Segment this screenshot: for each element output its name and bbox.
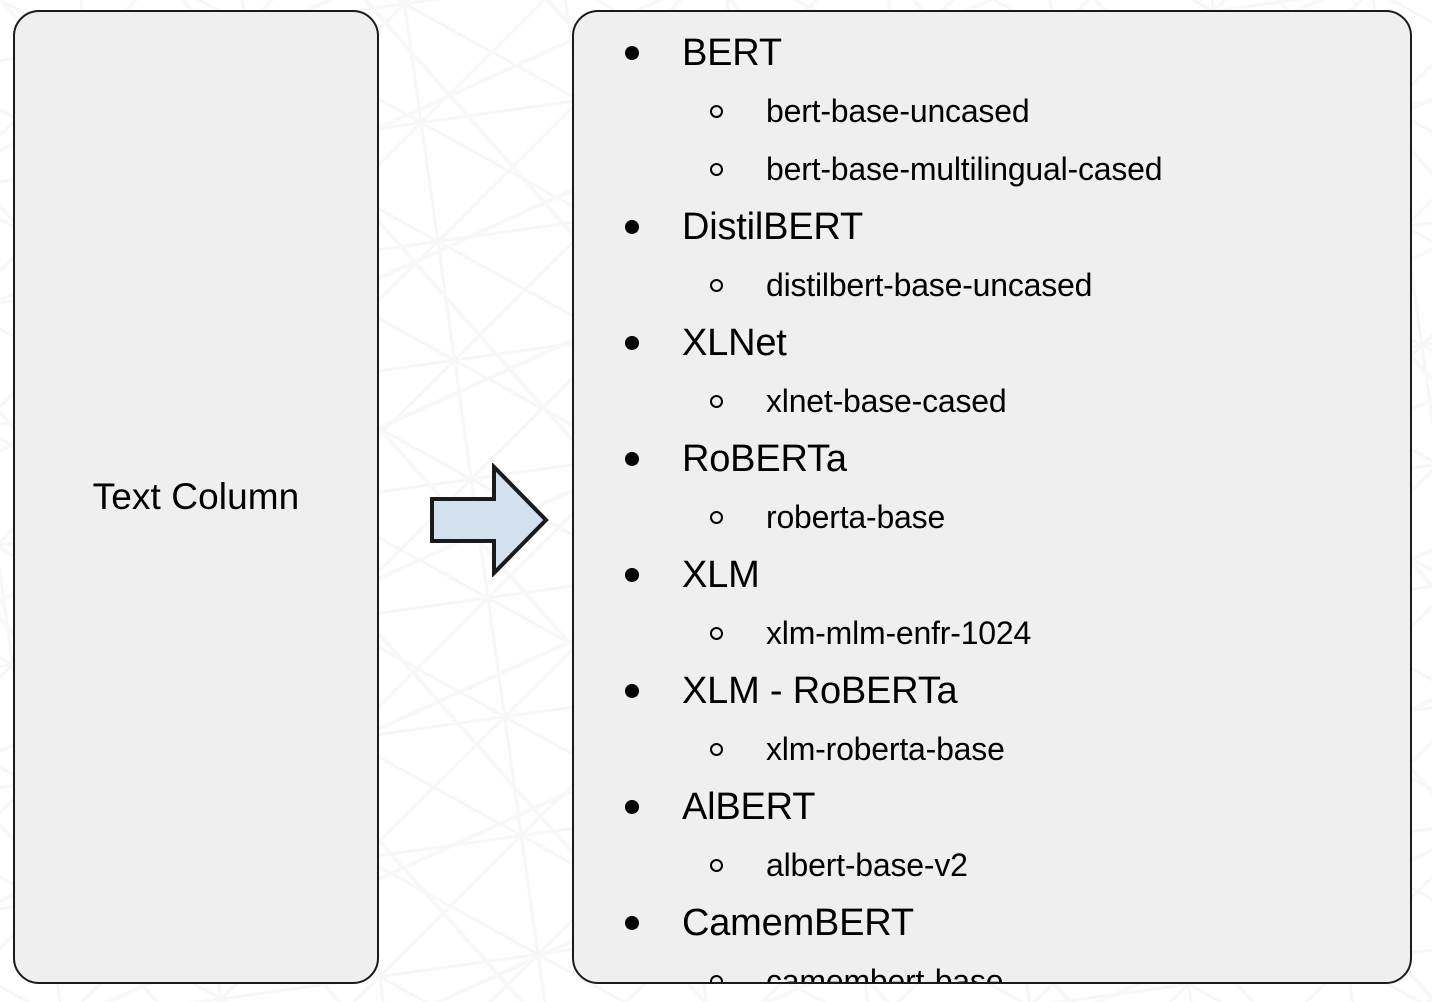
model-variant-row[interactable]: distilbert-base-uncased (574, 256, 1410, 314)
model-variant-row[interactable]: xlm-mlm-enfr-1024 (574, 604, 1410, 662)
model-list-box[interactable]: BERT bert-base-uncased bert-base-multiling… (572, 10, 1412, 984)
model-group-row[interactable]: AlBERT (574, 778, 1410, 836)
filled-bullet-icon (625, 452, 639, 466)
source-box-label: Text Column (92, 475, 300, 517)
model-variant-label: bert-base-uncased (766, 92, 1030, 129)
hollow-bullet-icon (710, 974, 723, 982)
model-group-label: CamemBERT (682, 901, 914, 944)
model-variant-row[interactable]: bert-base-uncased (574, 82, 1410, 140)
model-group-row[interactable]: DistilBERT (574, 198, 1410, 256)
hollow-bullet-icon (710, 626, 723, 640)
model-variant-label: albert-base-v2 (766, 846, 968, 883)
model-variant-row[interactable]: bert-base-multilingual-cased (574, 140, 1410, 198)
hollow-bullet-icon (710, 510, 723, 524)
hollow-bullet-icon (710, 162, 723, 176)
source-text-column-box[interactable]: Text Column (13, 10, 379, 984)
hollow-bullet-icon (710, 104, 723, 118)
model-variant-row[interactable]: camembert-base (574, 952, 1410, 984)
hollow-bullet-icon (710, 742, 723, 756)
model-group-label: DistilBERT (682, 205, 863, 248)
model-group-row[interactable]: XLM (574, 546, 1410, 604)
model-group-label: RoBERTa (682, 437, 847, 480)
model-variant-label: camembert-base (766, 962, 1004, 984)
model-group-label: XLM (682, 553, 760, 596)
model-group-row[interactable]: XLM - RoBERTa (574, 662, 1410, 720)
model-list: BERT bert-base-uncased bert-base-multiling… (574, 12, 1410, 984)
model-variant-label: xlm-mlm-enfr-1024 (766, 614, 1032, 651)
right-arrow-icon (430, 463, 549, 577)
model-group: AlBERT albert-base-v2 (574, 778, 1410, 894)
model-variant-label: xlm-roberta-base (766, 730, 1005, 767)
model-group-row[interactable]: BERT (574, 24, 1410, 82)
model-variant-row[interactable]: roberta-base (574, 488, 1410, 546)
filled-bullet-icon (625, 46, 639, 60)
hollow-bullet-icon (710, 858, 723, 872)
model-variant-label: xlnet-base-cased (766, 382, 1007, 419)
model-variant-label: distilbert-base-uncased (766, 266, 1093, 303)
model-group: CamemBERT camembert-base (574, 894, 1410, 984)
filled-bullet-icon (625, 568, 639, 582)
model-variant-row[interactable]: xlnet-base-cased (574, 372, 1410, 430)
model-group: XLM - RoBERTa xlm-roberta-base (574, 662, 1410, 778)
filled-bullet-icon (625, 336, 639, 350)
filled-bullet-icon (625, 684, 639, 698)
model-group-row[interactable]: XLNet (574, 314, 1410, 372)
model-group: RoBERTa roberta-base (574, 430, 1410, 546)
model-group: XLNet xlnet-base-cased (574, 314, 1410, 430)
model-group-label: XLNet (682, 321, 787, 364)
hollow-bullet-icon (710, 394, 723, 408)
model-group-label: XLM - RoBERTa (682, 669, 958, 712)
model-variant-row[interactable]: xlm-roberta-base (574, 720, 1410, 778)
model-variant-label: bert-base-multilingual-cased (766, 150, 1163, 187)
filled-bullet-icon (625, 916, 639, 930)
model-group-row[interactable]: RoBERTa (574, 430, 1410, 488)
model-variant-label: roberta-base (766, 498, 946, 535)
model-variant-row[interactable]: albert-base-v2 (574, 836, 1410, 894)
model-group-label: AlBERT (682, 785, 816, 828)
filled-bullet-icon (625, 800, 639, 814)
model-group: BERT bert-base-uncased bert-base-multiling… (574, 24, 1410, 198)
filled-bullet-icon (625, 220, 639, 234)
model-group-label: BERT (682, 31, 782, 74)
hollow-bullet-icon (710, 278, 723, 292)
model-group: DistilBERT distilbert-base-uncased (574, 198, 1410, 314)
model-group-row[interactable]: CamemBERT (574, 894, 1410, 952)
